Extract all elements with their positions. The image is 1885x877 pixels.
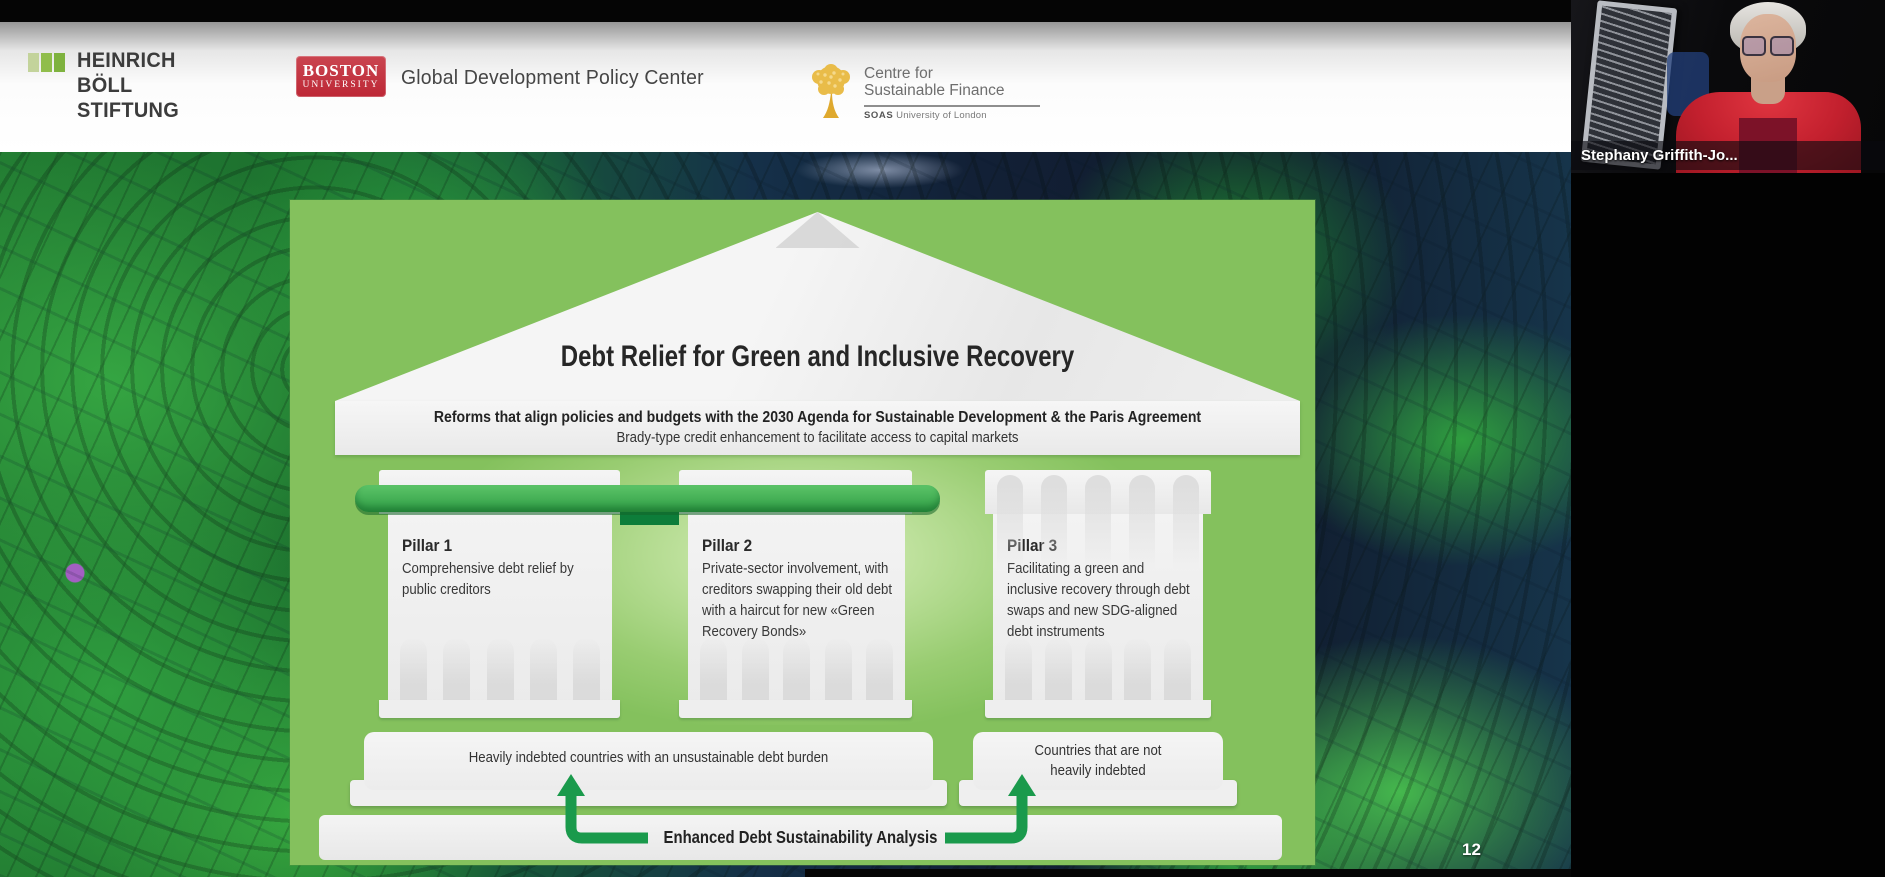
foundation-right: Countries that are not heavily indebted [973, 732, 1223, 790]
foundation-left: Heavily indebted countries with an unsus… [364, 732, 933, 790]
csf-logo: Centre for Sustainable Finance SOAS Univ… [807, 63, 1040, 121]
gdp-center-wordmark: Global Development Policy Center [401, 67, 704, 89]
pillar1-ribs [400, 638, 600, 700]
temple-roof: Debt Relief for Green and Inclusive Reco… [335, 212, 1300, 401]
pillar3-base [985, 700, 1211, 718]
pillar3-capital [985, 470, 1211, 580]
hbs-line: BÖLL [77, 74, 133, 97]
slide-title: Debt Relief for Green and Inclusive Reco… [560, 340, 1075, 373]
page-number: 12 [1462, 840, 1481, 859]
band-line1: Reforms that align policies and budgets … [433, 409, 1202, 426]
pillar1-2-green-bracket [355, 485, 940, 512]
pillar1-text: Comprehensive debt relief by public cred… [402, 560, 574, 598]
slide-header-bar: HEINRICH BÖLL STIFTUNG BOSTON UNIVERSITY… [0, 22, 1571, 152]
slide-content: Debt Relief for Green and Inclusive Reco… [290, 200, 1315, 865]
foundation-left-label: Heavily indebted countries with an unsus… [468, 749, 829, 766]
architrave-band: Reforms that align policies and budgets … [335, 401, 1300, 455]
speaker-glasses [1742, 36, 1794, 56]
csf-divider [864, 105, 1040, 107]
pillar2-base [679, 700, 912, 718]
csf-wordmark: Centre for Sustainable Finance SOAS Univ… [864, 63, 1040, 121]
top-black-strip [0, 0, 1571, 22]
csf-line1: Centre for [864, 65, 933, 82]
band-line2: Brady-type credit enhancement to facilit… [616, 429, 1019, 446]
soas-rest: University of London [896, 110, 987, 121]
heinrich-boell-logo: HEINRICH BÖLL STIFTUNG [28, 48, 184, 123]
pillar1-base [379, 700, 620, 718]
bottom-black-strip [805, 869, 1571, 877]
boston-university-shield-icon: BOSTON UNIVERSITY [296, 56, 386, 97]
boston-university-logo: BOSTON UNIVERSITY Global Development Pol… [296, 56, 713, 97]
pillar2-ribs [700, 638, 893, 700]
pillar3-top-ribs [997, 475, 1199, 580]
hbs-line: HEINRICH [77, 49, 176, 72]
bu-shield-line1: BOSTON [302, 61, 380, 80]
pillar1: Pillar 1 Comprehensive debt relief by pu… [388, 514, 612, 700]
pillar2: Pillar 2 Private-sector involvement, wit… [688, 514, 905, 700]
shared-screen: HEINRICH BÖLL STIFTUNG BOSTON UNIVERSITY… [0, 0, 1571, 877]
heinrich-boell-wordmark: HEINRICH BÖLL STIFTUNG [77, 48, 179, 123]
pillar3-ribs [1005, 638, 1191, 700]
speaker-face [1740, 14, 1796, 82]
pillar2-text: Private-sector involvement, with credito… [702, 560, 893, 640]
bu-shield-line2: UNIVERSITY [302, 80, 380, 90]
webcam-tile[interactable]: Stephany Griffith-Jo... [1571, 0, 1885, 173]
soas-bold: SOAS [864, 110, 894, 121]
heinrich-boell-squares-icon [28, 53, 65, 72]
participant-name-tag: Stephany Griffith-Jo... [1571, 141, 1885, 170]
foundation-right-label: Countries that are not heavily indebted [1034, 742, 1162, 779]
hbs-line: STIFTUNG [77, 99, 180, 122]
pillar1-heading: Pillar 1 [402, 536, 453, 555]
participants-sidebar: Stephany Griffith-Jo... [1571, 0, 1885, 877]
tree-icon [812, 64, 850, 118]
pillar2-heading: Pillar 2 [702, 536, 753, 555]
bottom-bar-label: Enhanced Debt Sustainability Analysis [663, 827, 938, 847]
soas-label: SOAS University of London [864, 110, 1040, 121]
csf-line2: Sustainable Finance [864, 82, 1005, 99]
bottom-analysis-bar: Enhanced Debt Sustainability Analysis [319, 815, 1282, 860]
